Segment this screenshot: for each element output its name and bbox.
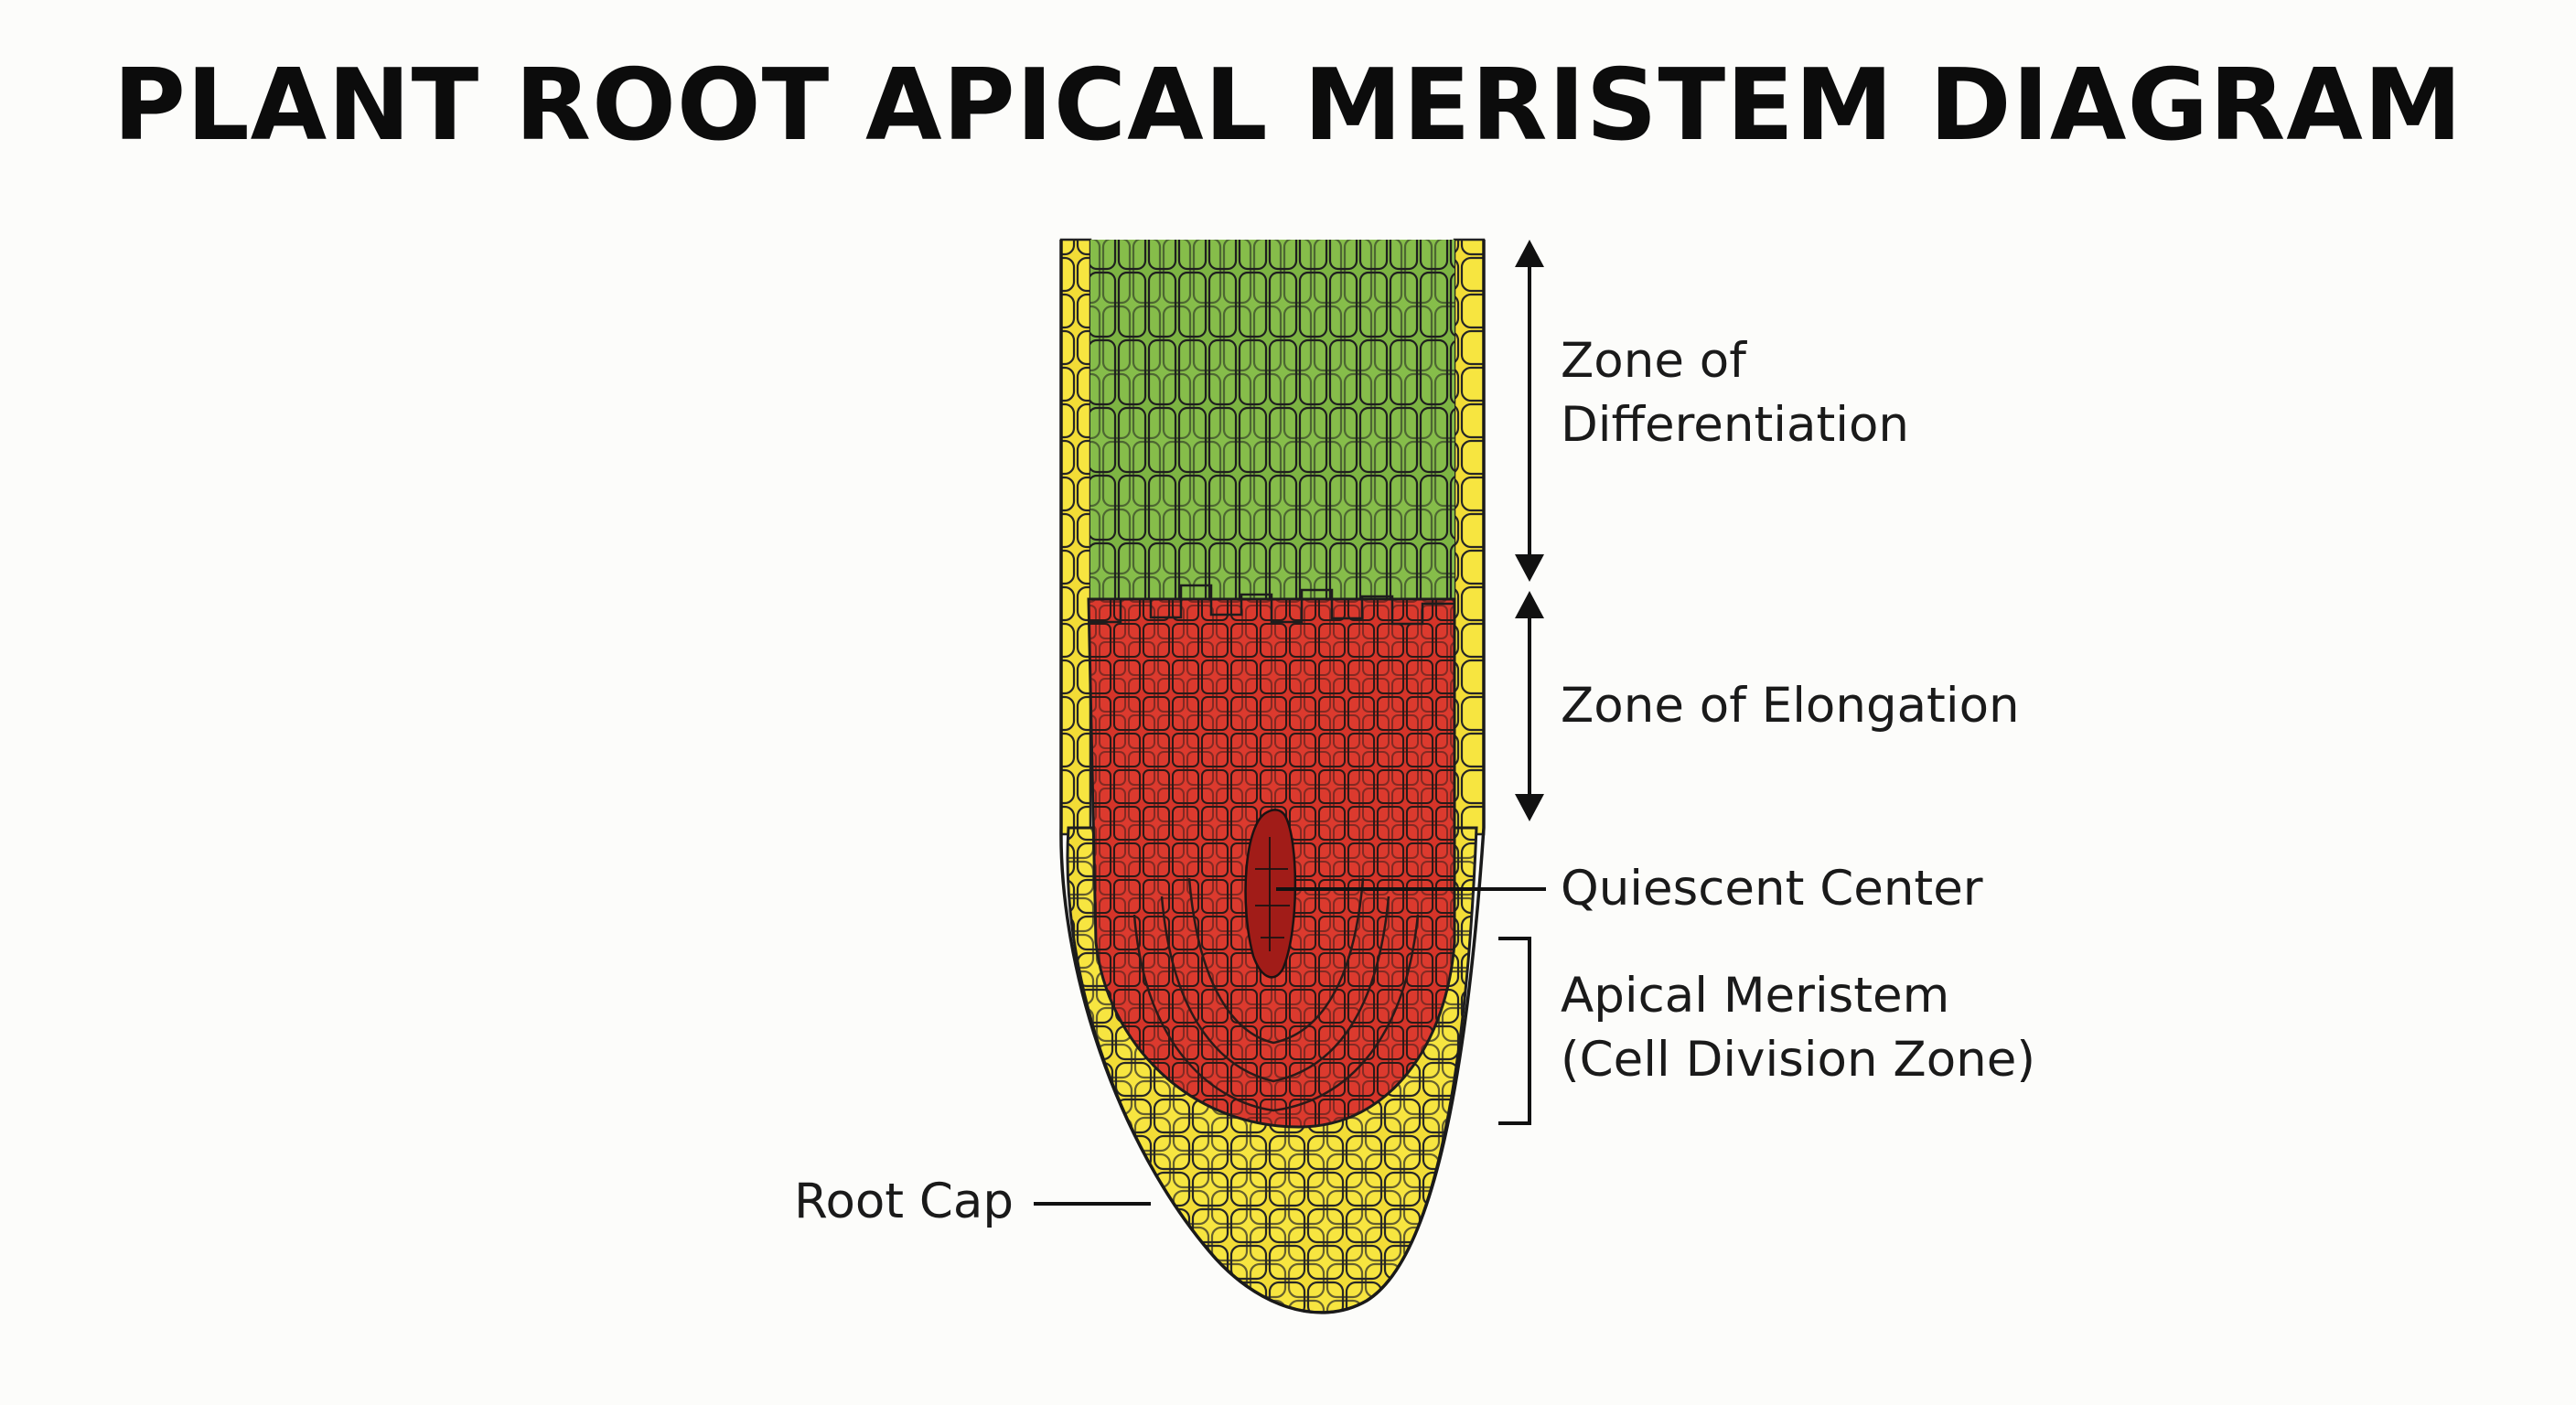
differentiation-label-line2: Differentiation bbox=[1561, 397, 1909, 453]
epidermis-right bbox=[1453, 238, 1486, 836]
apical-meristem-label-line2: (Cell Division Zone) bbox=[1561, 1032, 2036, 1088]
quiescent-center-region bbox=[1244, 809, 1297, 979]
quiescent-center-label: Quiescent Center bbox=[1561, 861, 1983, 917]
epidermis-left bbox=[1059, 238, 1092, 836]
apical-meristem-label-line1: Apical Meristem bbox=[1561, 968, 1950, 1024]
apical-meristem-label: Apical Meristem (Cell Division Zone) bbox=[1561, 964, 2035, 1092]
differentiation-zone-arrow bbox=[1515, 240, 1544, 582]
elongation-zone-arrow bbox=[1515, 591, 1544, 821]
differentiation-label-line1: Zone of bbox=[1561, 333, 1746, 389]
page-title: PLANT ROOT APICAL MERISTEM DIAGRAM bbox=[113, 48, 2463, 163]
differentiation-zone-label: Zone of Differentiation bbox=[1561, 329, 1909, 457]
differentiation-zone-region bbox=[1090, 240, 1454, 606]
root-outline bbox=[1059, 240, 1486, 1314]
root-cap-label: Root Cap bbox=[794, 1174, 1014, 1229]
apical-meristem-bracket bbox=[1498, 937, 1531, 1125]
elongation-zone-label: Zone of Elongation bbox=[1561, 678, 2020, 734]
